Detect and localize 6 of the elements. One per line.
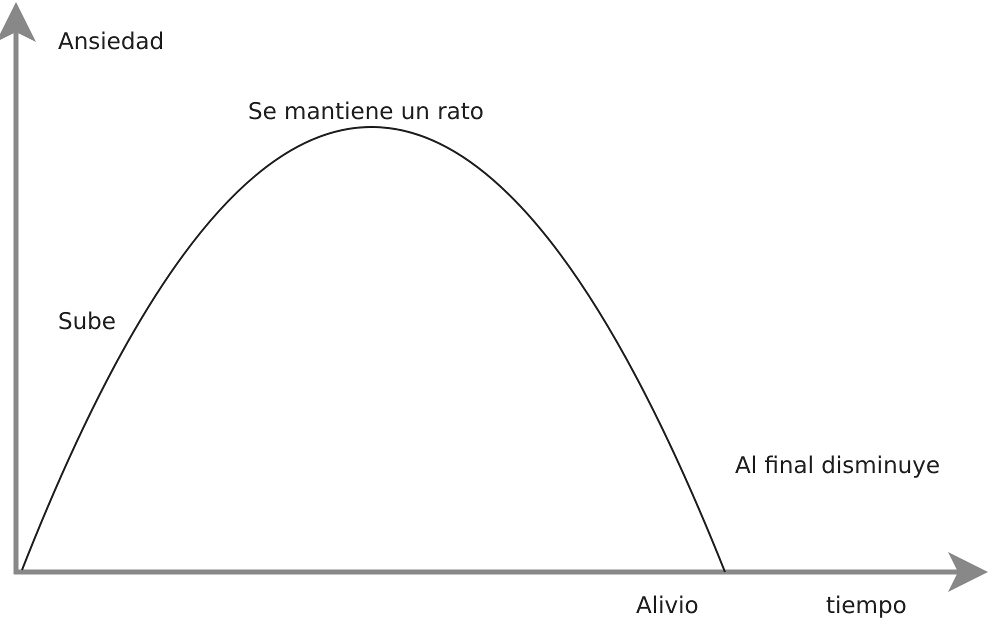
axis-label: Ansiedad — [58, 28, 164, 56]
curve-label: Sube — [58, 308, 116, 336]
curve-label: Se mantiene un rato — [248, 98, 484, 126]
axis-label: tiempo — [826, 592, 907, 620]
curve-label: Alivio — [636, 592, 699, 620]
curve-label: Al final disminuye — [735, 452, 940, 480]
